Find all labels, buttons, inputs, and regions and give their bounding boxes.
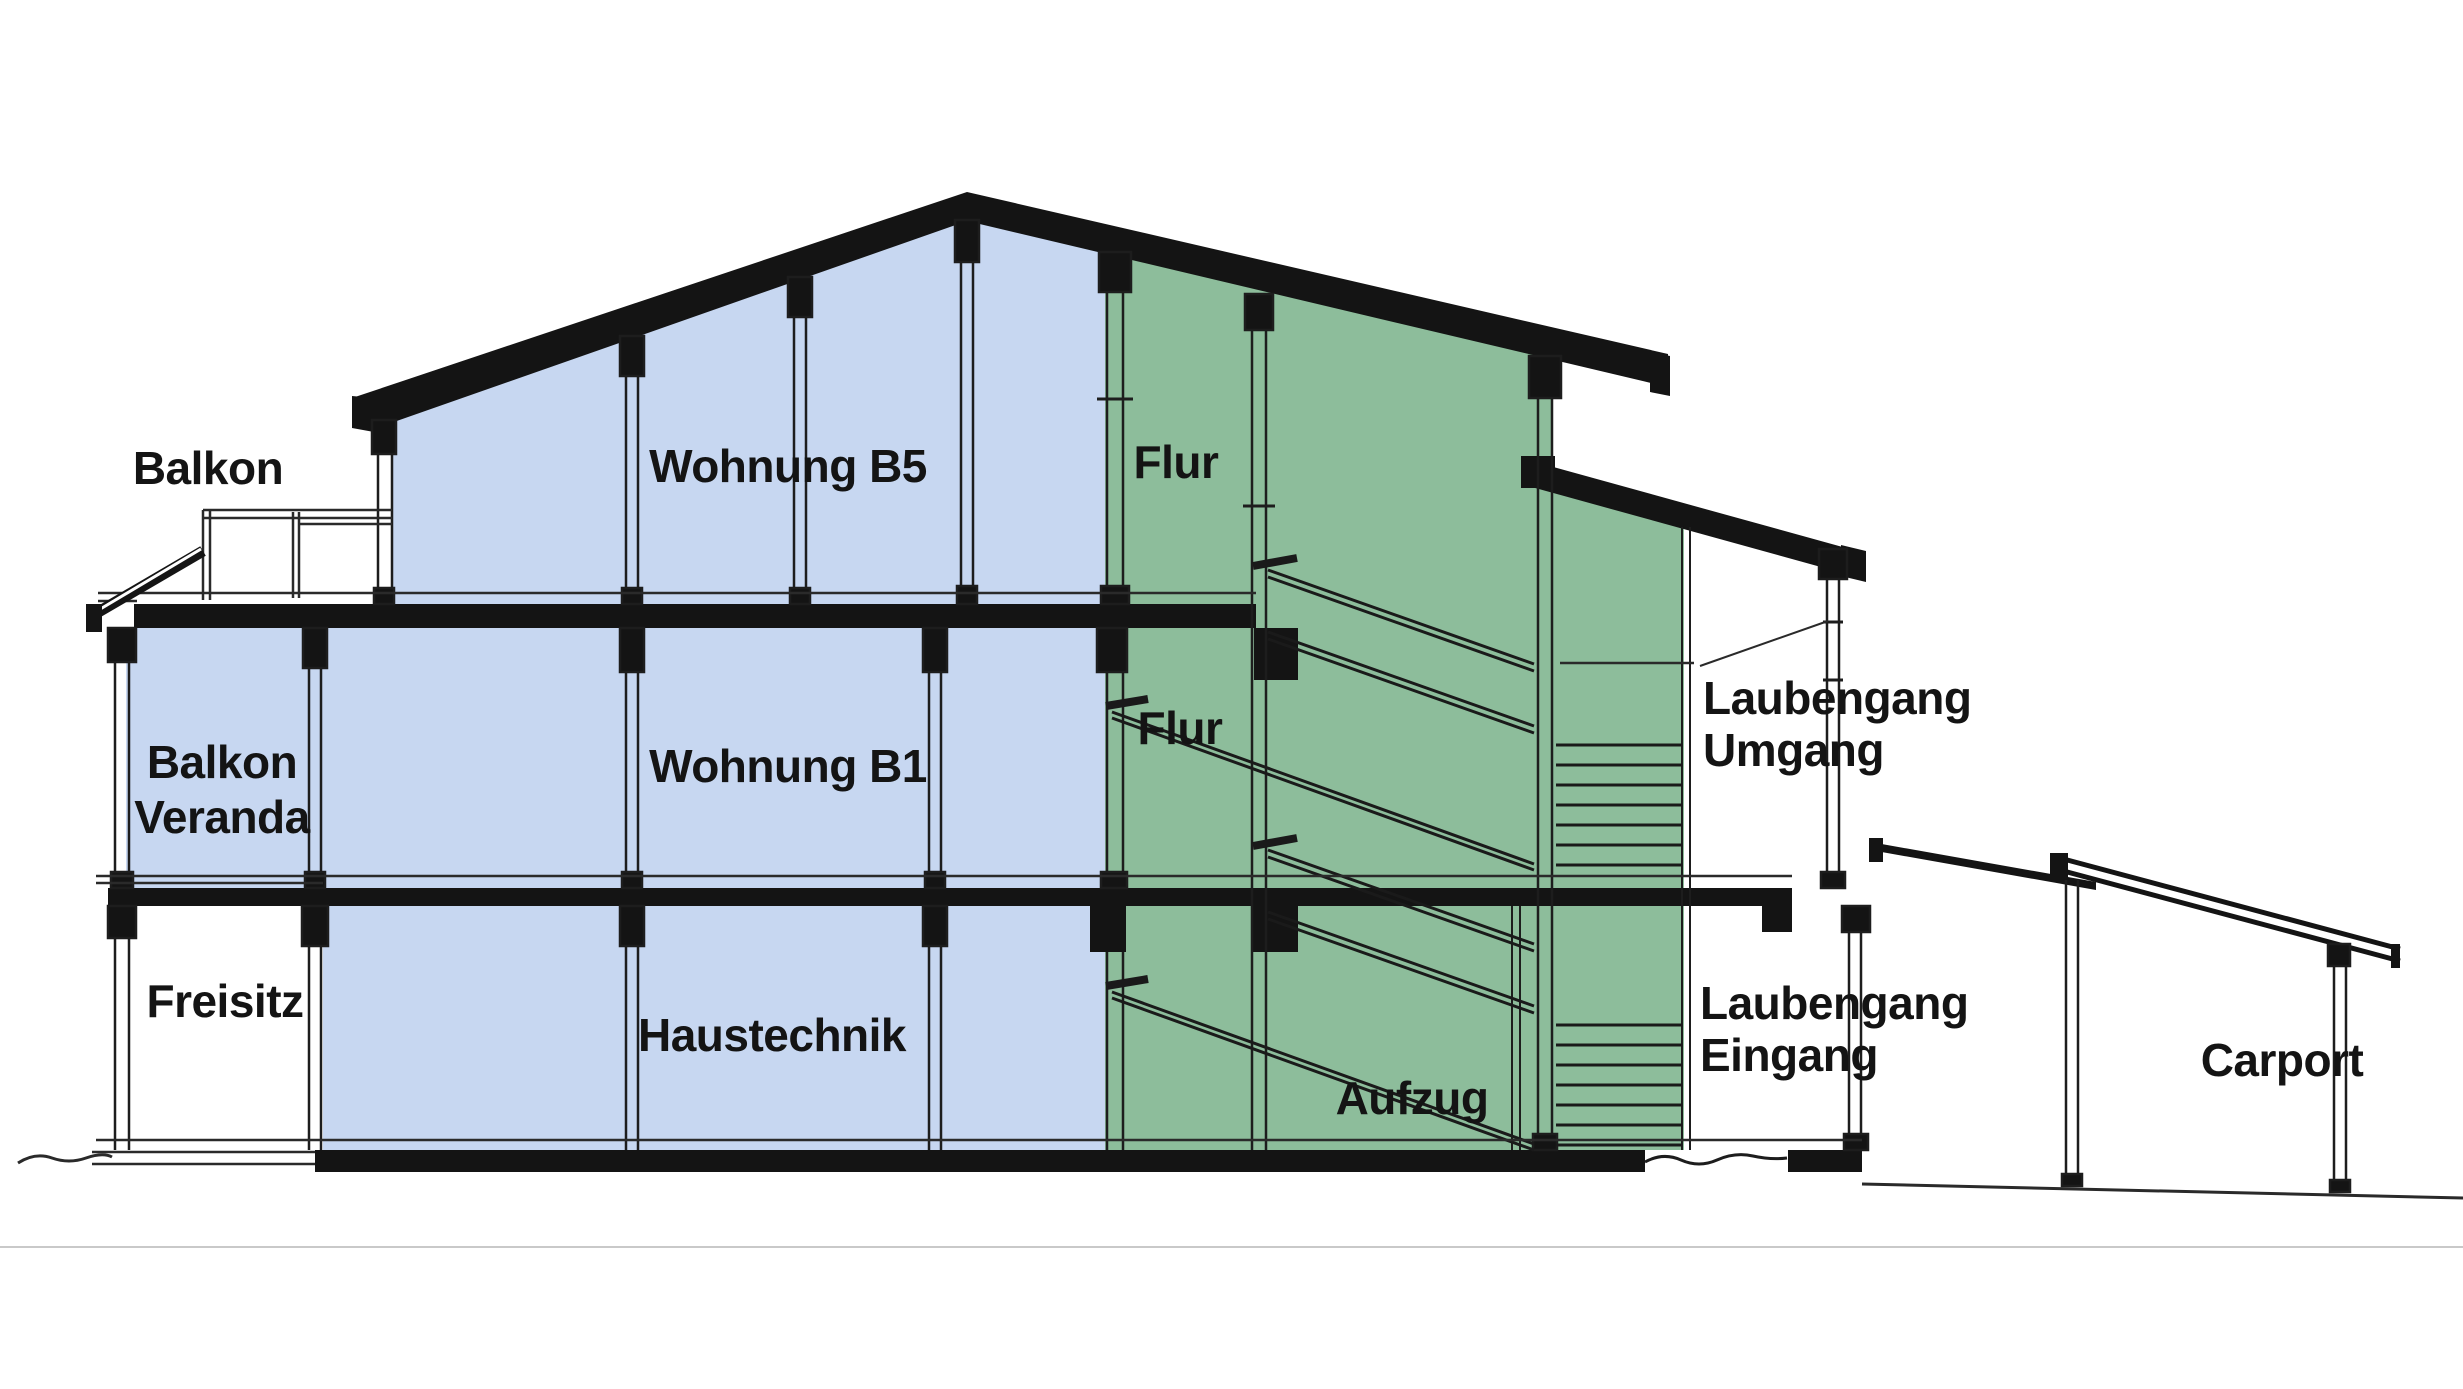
detail-lines	[0, 510, 2463, 1247]
right-gable-wall	[1538, 362, 1552, 1150]
shed-roof-umgang	[1528, 460, 1857, 577]
freisitz-terrace-lines	[92, 1152, 315, 1164]
mid-floor-line	[96, 876, 1792, 883]
columns-and-walls	[108, 220, 2350, 1192]
zone-stairwell-green	[1105, 252, 1553, 1150]
top-column-632	[626, 340, 638, 604]
carport-post-left	[2066, 880, 2078, 1186]
zone-stair-wedge-green	[1553, 491, 1684, 1150]
stairwell-wall	[1252, 298, 1266, 1150]
stairs	[1106, 558, 1682, 1150]
upper-stair-treads	[1556, 745, 1682, 865]
mid-left-wall	[115, 658, 129, 888]
label-laubengang-eingang-line2: Eingang	[1700, 1029, 1878, 1081]
ground-slab-break-squiggle	[1645, 1155, 1787, 1164]
terrain-right	[1862, 1184, 2463, 1198]
label-leader-line	[1700, 621, 1828, 666]
middle-floor-slab	[108, 888, 1792, 906]
main-roof-right-fascia	[1650, 352, 1670, 396]
eingang-post	[1849, 932, 1861, 1150]
label-balkon-veranda-line1: Balkon	[146, 736, 298, 788]
main-roof-right-slope	[967, 192, 1668, 387]
zone-fills	[126, 220, 1684, 1150]
label-laubengang-umgang-line2: Umgang	[1703, 724, 1885, 776]
entrance-canopy-cap	[1869, 838, 1883, 862]
upper-return-flight	[1112, 712, 1534, 870]
label-laubengang-umgang: Laubengang Umgang	[1703, 672, 1972, 776]
balcony-strut	[86, 549, 203, 632]
label-flur-top: Flur	[1133, 436, 1219, 488]
zone-haustechnik	[323, 906, 1105, 1150]
label-wohnung-b5: Wohnung B5	[649, 440, 927, 492]
label-wohnung-b1: Wohnung B1	[649, 740, 927, 792]
top-column-800	[794, 281, 806, 604]
lower-return-flight	[1112, 992, 1534, 1150]
lower-rail-hook-b	[1106, 979, 1148, 986]
main-roof-left-fascia	[352, 396, 374, 432]
umgang-post	[1827, 579, 1839, 888]
label-balkon-veranda-line2: Veranda	[134, 791, 310, 843]
label-carport: Carport	[2200, 1034, 2364, 1086]
label-laubengang-eingang-line1: Laubengang	[1700, 977, 1969, 1029]
upper-flight-stringer	[1268, 632, 1534, 733]
label-laubengang-eingang: Laubengang Eingang	[1700, 977, 1969, 1081]
upper-rail-hook-b	[1106, 699, 1148, 706]
mid-column-315	[309, 666, 321, 888]
carport-post-right	[2334, 950, 2346, 1192]
ground-column-632	[626, 946, 638, 1150]
upper-flight-handrail	[1268, 570, 1534, 671]
lower-stair-treads	[1556, 1025, 1682, 1145]
mid-column-935	[929, 672, 941, 888]
ground-slab-right	[1788, 1150, 1862, 1172]
lower-flight-handrail	[1268, 850, 1534, 951]
balcony-strut-cap	[86, 604, 102, 632]
carport-roof-right-end	[2391, 944, 2400, 968]
label-balkon-top: Balkon	[132, 442, 284, 494]
label-freisitz: Freisitz	[146, 975, 304, 1027]
zone-wohnung-b5	[393, 220, 1105, 604]
balcony-rail	[203, 510, 392, 524]
ground-slab-left	[315, 1150, 1645, 1172]
label-laubengang-umgang-line1: Laubengang	[1703, 672, 1972, 724]
top-floor-slab	[134, 604, 1256, 628]
lower-rail-hook-a	[1253, 838, 1297, 846]
label-aufzug: Aufzug	[1335, 1072, 1489, 1124]
walkway-edge-beam	[1762, 906, 1792, 932]
middle-slab-downstand-left	[1090, 906, 1126, 952]
upper-rail-hook-a	[1253, 558, 1297, 566]
lower-flight-stringer	[1268, 912, 1534, 1013]
ground-column-935	[929, 946, 941, 1150]
ridge-post	[961, 224, 973, 604]
main-roof-left-slope	[352, 192, 967, 429]
terrain-left-wavy	[18, 1155, 112, 1163]
entrance-canopy	[1876, 843, 2096, 890]
mid-column-632	[626, 672, 638, 888]
label-flur-mid: Flur	[1137, 702, 1223, 754]
carport-roof-left-cap	[2050, 853, 2068, 881]
ground-left-wall	[115, 936, 129, 1150]
corridor-wall-top	[1107, 254, 1123, 604]
ground-column-315	[309, 946, 321, 1150]
label-balkon-veranda: Balkon Veranda	[134, 735, 310, 845]
roofs	[352, 192, 2400, 968]
balcony-rail-posts	[203, 510, 299, 600]
top-slab-downstand	[1254, 628, 1298, 680]
label-haustechnik: Haustechnik	[637, 1009, 907, 1061]
